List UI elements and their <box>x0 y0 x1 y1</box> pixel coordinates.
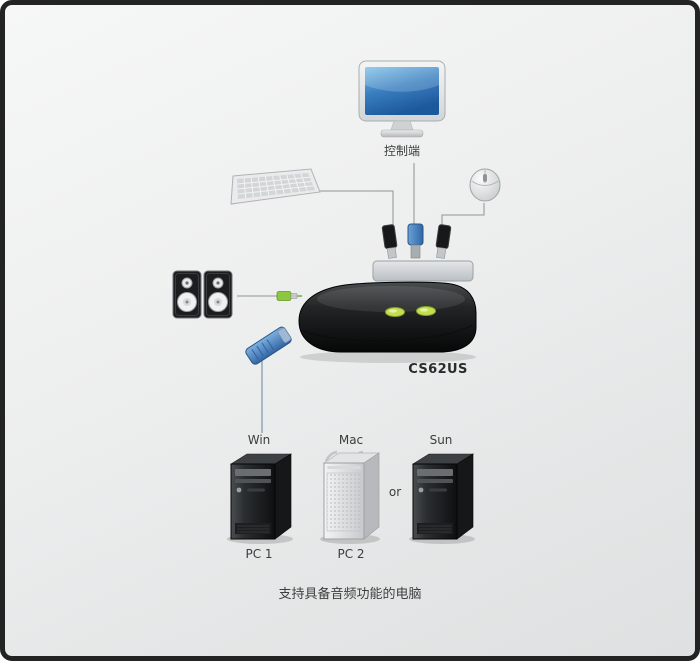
or-label: or <box>388 485 402 499</box>
os-label-mac: Mac <box>338 433 364 447</box>
usb-plug-icon <box>381 224 398 259</box>
cable-plugs <box>373 213 457 263</box>
audio-jack-icon <box>276 290 299 302</box>
keyboard-icon <box>225 168 323 212</box>
mouse-icon <box>464 167 506 205</box>
led-port1 <box>385 307 405 317</box>
speaker-right <box>203 270 233 319</box>
pc-tower-sun <box>405 451 479 545</box>
pc-tower-win <box>223 451 297 545</box>
monitor-icon <box>357 60 447 140</box>
console-label: 控制端 <box>383 144 420 158</box>
model-label: CS62US <box>408 362 468 377</box>
usb-cable-connector-icon <box>239 321 303 369</box>
footnote-label: 支持具备音频功能的电脑 <box>278 587 422 602</box>
led-port2 <box>416 306 436 316</box>
usb-plug-icon <box>435 224 452 259</box>
speakers-icon <box>171 265 235 323</box>
pc-label-2: PC 2 <box>337 547 365 561</box>
vga-plug-icon <box>407 223 424 259</box>
pc-tower-mac <box>317 449 385 545</box>
speaker-left <box>172 270 202 319</box>
pc-label-1: PC 1 <box>245 547 273 561</box>
os-label-win: Win <box>247 433 271 447</box>
kvm-switch-icon <box>283 257 483 367</box>
os-label-sun: Sun <box>429 433 453 447</box>
